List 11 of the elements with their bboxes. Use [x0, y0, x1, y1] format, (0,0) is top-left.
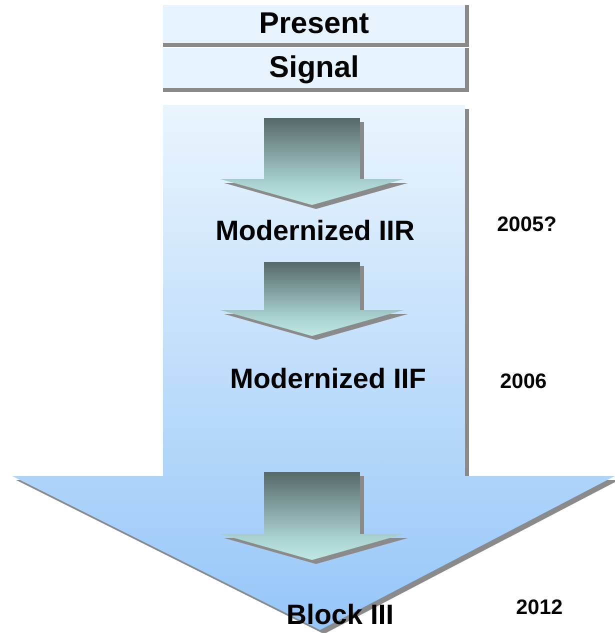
year-label: 2005?	[497, 213, 557, 237]
down-arrow	[220, 262, 408, 340]
header-band: Present	[163, 5, 469, 47]
header-band: Signal	[163, 48, 469, 92]
year-label: 2012	[516, 596, 563, 620]
down-arrow	[220, 472, 408, 564]
stage-label: Modernized IIR	[190, 212, 440, 250]
year-label: 2006	[500, 370, 547, 394]
stage-label: Block III	[262, 597, 418, 633]
stage-label: Modernized IIF	[193, 360, 463, 398]
down-arrow	[220, 118, 408, 209]
